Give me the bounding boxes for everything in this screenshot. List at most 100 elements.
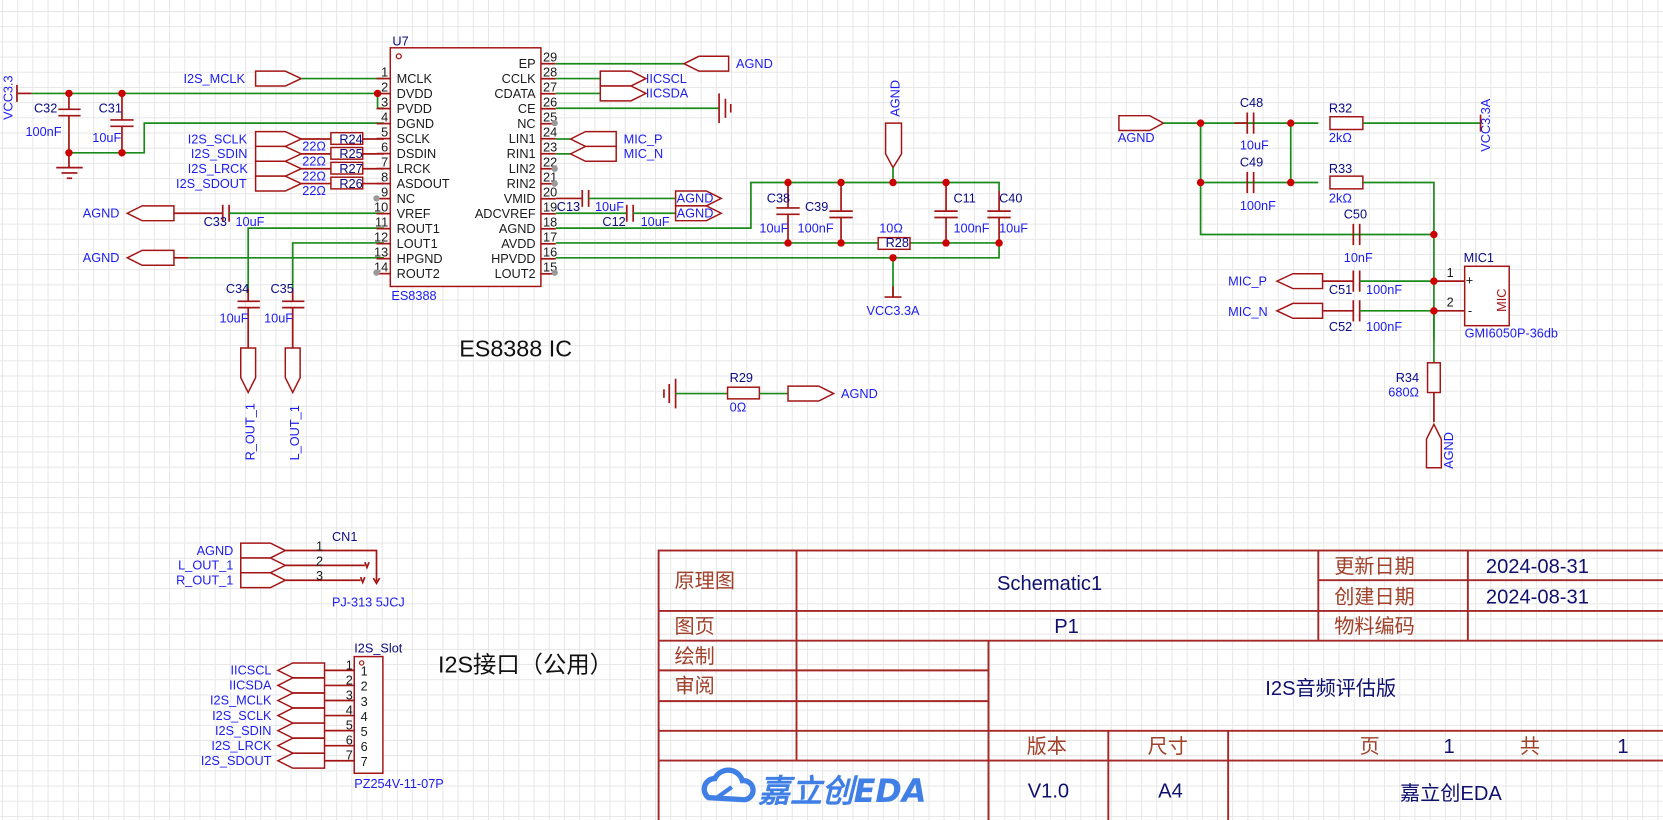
u7-pin-name: NC xyxy=(397,191,415,206)
svg-text:MIC: MIC xyxy=(1494,289,1509,312)
net-port-cn1-1[interactable]: AGND xyxy=(197,542,287,559)
net-port-agnd[interactable]: AGND xyxy=(682,55,773,72)
net-port-i2s-mclk[interactable]: I2S_MCLK xyxy=(183,70,384,87)
wire-dgnd xyxy=(68,122,384,154)
net-port-mic-p[interactable]: MIC_P xyxy=(568,130,663,148)
u7-pin-number: 1 xyxy=(381,64,388,79)
net-port-agnd[interactable]: AGND xyxy=(674,190,723,207)
svg-text:AGND: AGND xyxy=(887,80,902,117)
u7-pin-name: DSDIN xyxy=(397,146,437,161)
u7-pin-name: CE xyxy=(518,101,536,116)
svg-text:100nF: 100nF xyxy=(1366,282,1402,297)
u7-pin-number: 4 xyxy=(381,109,388,124)
svg-text:R26: R26 xyxy=(339,176,362,191)
svg-text:3: 3 xyxy=(316,568,323,583)
net-port-i2s-sdin[interactable]: I2S_SDIN xyxy=(191,145,303,163)
u7-pin-name: HPVDD xyxy=(491,251,536,266)
u7-pin-name: RIN2 xyxy=(507,176,536,191)
u7-pin-name: LIN1 xyxy=(509,131,536,146)
net-port-iicscl[interactable]: IICSCL xyxy=(599,70,687,87)
u7-pin-name: RIN1 xyxy=(507,146,536,161)
svg-text:C11: C11 xyxy=(953,191,975,206)
tb-label-page-no: 页 xyxy=(1360,734,1380,758)
r32[interactable] xyxy=(1329,116,1364,131)
svg-text:C34: C34 xyxy=(226,281,249,296)
tb-label-created: 创建日期 xyxy=(1334,585,1415,609)
c48[interactable]: C48 10uF xyxy=(1234,95,1270,153)
net-port-i2s-lrck[interactable]: I2S_LRCK xyxy=(188,160,303,177)
svg-text:L_OUT_1: L_OUT_1 xyxy=(178,558,233,573)
u7-part: ES8388 xyxy=(391,288,436,303)
ground-icon xyxy=(663,378,677,409)
tb-page-no: 1 xyxy=(1443,736,1454,758)
r29[interactable] xyxy=(726,386,761,400)
u7-pin-number: 12 xyxy=(374,230,388,245)
net-port-r-out-1[interactable]: R_OUT_1 xyxy=(240,347,258,460)
svg-text:3: 3 xyxy=(346,687,353,702)
c32-ref: C32 xyxy=(34,101,57,116)
c49[interactable]: C49 100nF xyxy=(1240,155,1276,213)
svg-text:CN1: CN1 xyxy=(332,529,357,544)
tb-size: A4 xyxy=(1158,781,1183,803)
cloud-icon xyxy=(701,767,756,803)
svg-text:C48: C48 xyxy=(1240,95,1263,110)
svg-text:10uF: 10uF xyxy=(264,311,293,326)
vref-network: AGND C33 10uF AGND C34 10uF C35 10uF R_O… xyxy=(83,204,384,460)
u7-pin-name: LIN2 xyxy=(509,161,536,176)
svg-text:1: 1 xyxy=(1447,265,1454,280)
svg-text:PJ-313 5JCJ: PJ-313 5JCJ xyxy=(332,595,405,610)
mic-bias-network: AGND C48 10uF C49 100nF R32 2kΩ VCC3.3A … xyxy=(1118,95,1558,469)
r33[interactable] xyxy=(1329,175,1364,190)
u7-pin-number: 10 xyxy=(374,200,388,215)
net-port-cn1-2[interactable]: L_OUT_1 xyxy=(178,557,287,574)
net-port-i2s-sclk[interactable]: I2S_SCLK xyxy=(188,130,303,148)
svg-text:I2S_SCLK: I2S_SCLK xyxy=(188,131,248,146)
svg-text:2: 2 xyxy=(316,553,323,568)
u7-pin-number: 3 xyxy=(381,94,388,109)
vcc33-port-label: VCC3.3 xyxy=(1,75,16,120)
u7-pin-number: 6 xyxy=(381,139,388,154)
mic1[interactable]: MIC1 1 2 + - MIC GMI6050P-36db xyxy=(1433,250,1558,340)
u7-pin-name: DGND xyxy=(397,116,434,131)
r28[interactable] xyxy=(877,236,911,251)
svg-text:AGND: AGND xyxy=(83,250,120,265)
net-port-agnd[interactable]: AGND xyxy=(884,80,903,170)
net-port-mic-p[interactable]: MIC_P xyxy=(1228,272,1324,290)
net-port-mic-n[interactable]: MIC_N xyxy=(568,145,664,163)
net-port-agnd[interactable]: AGND xyxy=(674,205,723,222)
c50[interactable]: C50 10nF xyxy=(1344,207,1373,265)
net-port-agnd[interactable]: AGND xyxy=(83,249,175,266)
net-port-iicsda[interactable]: IICSDA xyxy=(599,85,689,102)
u7-pin-number: 8 xyxy=(381,169,388,184)
u7-pin-number: 23 xyxy=(543,140,557,155)
u7-pin-number: 24 xyxy=(543,125,557,140)
svg-text:10uF: 10uF xyxy=(220,311,249,326)
svg-text:AGND: AGND xyxy=(677,206,714,221)
net-port-l-out-1[interactable]: L_OUT_1 xyxy=(284,347,302,460)
net-port-agnd[interactable]: AGND xyxy=(1425,422,1456,469)
svg-text:C39: C39 xyxy=(805,199,828,214)
net-port-cn1-3[interactable]: R_OUT_1 xyxy=(176,572,287,589)
net-port-agnd[interactable]: AGND xyxy=(1118,114,1166,146)
net-port-mic-n[interactable]: MIC_N xyxy=(1228,302,1324,319)
u7-ref: U7 xyxy=(392,34,408,49)
r34[interactable] xyxy=(1426,362,1442,394)
svg-text:1: 1 xyxy=(316,539,323,554)
net-port-agnd[interactable]: AGND xyxy=(83,205,175,222)
net-port-i2s-sdout[interactable]: I2S_SDOUT xyxy=(176,175,303,192)
svg-text:22Ω: 22Ω xyxy=(302,183,326,198)
i2s-interface-title: I2S接口（公用） xyxy=(438,651,613,677)
tb-page-name: P1 xyxy=(1054,616,1079,638)
net-port-agnd[interactable]: AGND xyxy=(787,385,878,402)
